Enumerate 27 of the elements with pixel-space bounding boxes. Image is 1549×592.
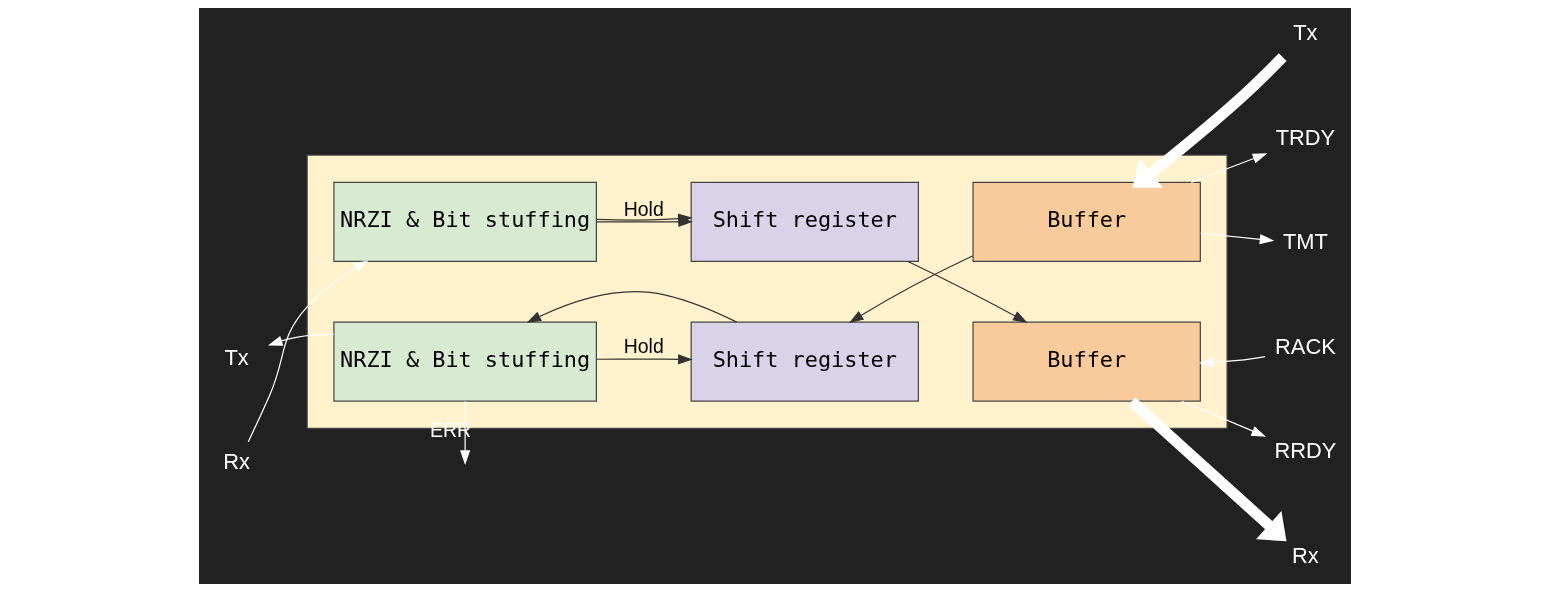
node-text: Tx: [224, 344, 249, 370]
edge-label: Hold: [623, 197, 664, 220]
node-text: RACK: [1274, 333, 1336, 359]
arrow: [1131, 53, 1287, 188]
arrow: [247, 260, 368, 443]
arrow: [848, 255, 973, 324]
node-box: Buffer: [971, 321, 1201, 402]
node-text: Rx: [222, 449, 250, 475]
node-text: TMT: [1282, 229, 1328, 255]
arrow: [1180, 400, 1266, 437]
node-text: TRDY: [1275, 124, 1335, 150]
node-text: RRDY: [1273, 438, 1336, 464]
arrow: [1198, 355, 1266, 368]
arrow: [906, 260, 1028, 323]
node-box: NRZI & Bit stuffing: [332, 321, 597, 402]
node-text: Rx: [1291, 542, 1319, 568]
edge-label: Hold: [623, 334, 664, 357]
node-box: Shift register: [690, 321, 919, 402]
arrow: [595, 354, 693, 365]
node-text: Tx: [1292, 20, 1318, 46]
arrow: [267, 333, 334, 346]
node-box: Shift register: [690, 181, 919, 262]
node-box: NRZI & Bit stuffing: [332, 181, 597, 262]
node-box: Buffer: [971, 181, 1201, 262]
arrow: [1199, 232, 1274, 245]
arrow: [526, 291, 737, 323]
arrow: [1190, 153, 1267, 183]
